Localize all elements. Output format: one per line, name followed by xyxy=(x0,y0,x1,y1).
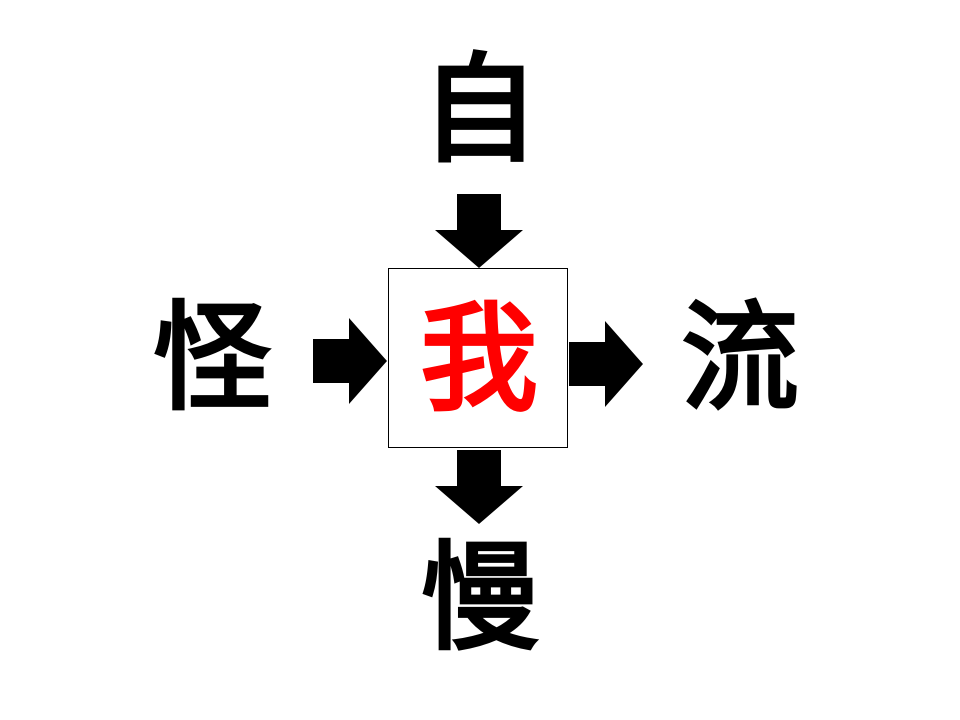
top-kanji: 自 xyxy=(420,41,539,179)
bottom-kanji: 慢 xyxy=(420,529,539,667)
arrow-right-icon xyxy=(313,318,387,404)
answer-kanji: 我 xyxy=(419,290,538,428)
answer-box: 我 xyxy=(388,268,568,448)
arrow-down-icon xyxy=(435,450,523,524)
arrow-down-icon xyxy=(435,194,523,268)
arrow-right-icon xyxy=(569,321,643,407)
left-kanji: 怪 xyxy=(152,289,271,427)
right-kanji: 流 xyxy=(680,289,799,427)
